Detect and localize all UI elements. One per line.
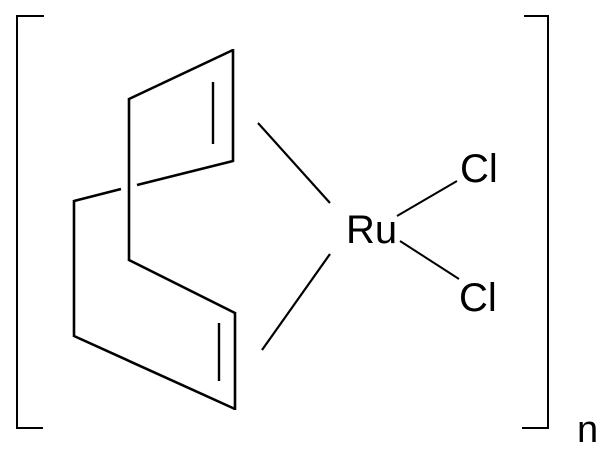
cod-bond-c6-c7 (128, 258, 236, 315)
left-bracket (16, 15, 44, 429)
right-bracket (522, 15, 549, 429)
ru-cl-bond-bottom (399, 240, 460, 280)
cod-bond-c4-c5 (73, 334, 236, 411)
cod-bond-c2-c3-right-segment (136, 159, 234, 187)
atom-label-ru: Ru (346, 208, 397, 252)
cod-bond-c2-c3-left-segment (73, 187, 122, 203)
atom-label-cl-bottom: Cl (459, 276, 497, 320)
bond-lines (72, 48, 460, 411)
cod-bond-c8-c1 (128, 48, 234, 101)
ru-cl-bond-top (396, 180, 458, 217)
ru-alkene-bond-top (257, 122, 331, 204)
repeat-unit-brackets (16, 15, 549, 429)
ru-alkene-bond-bottom (261, 253, 331, 351)
repeat-subscript-n: n (577, 409, 598, 451)
atom-label-cl-top: Cl (460, 147, 498, 191)
